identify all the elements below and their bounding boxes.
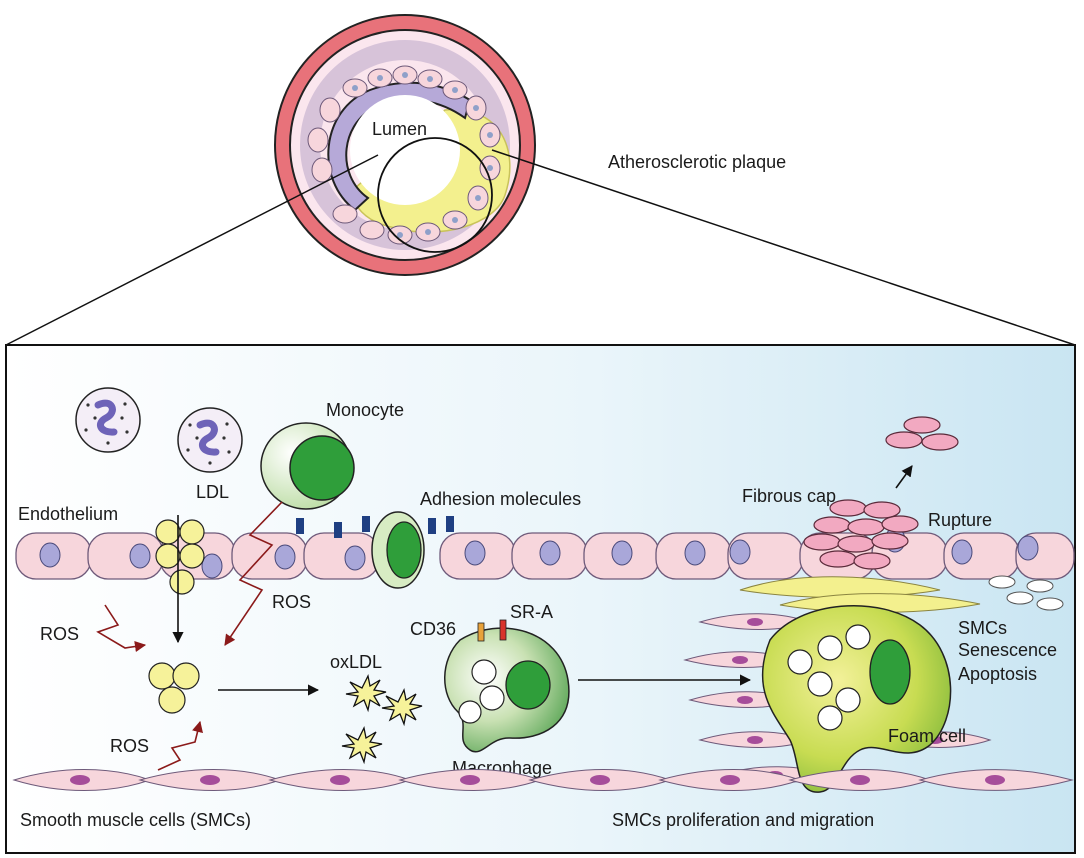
- smooth-muscle-cells-label: Smooth muscle cells (SMCs): [20, 810, 251, 830]
- rupture-label: Rupture: [928, 510, 992, 530]
- monocyte: [260, 422, 355, 510]
- ros-arrow-bottom: [157, 720, 203, 771]
- ldl-particle-1: [75, 387, 141, 453]
- ldl-particle-2: [177, 407, 243, 473]
- sr-a-label: SR-A: [510, 602, 553, 622]
- fibrous-cap: [803, 499, 919, 570]
- ros-arrow-left: [96, 604, 147, 653]
- ruptured-cells: [885, 416, 959, 451]
- apoptotic-bodies: [988, 575, 1064, 611]
- ldl-particles-intima: [148, 662, 200, 714]
- ros-label-1: ROS: [272, 592, 311, 612]
- foam-cell-label: Foam cell: [888, 726, 966, 746]
- lumen-label: Lumen: [372, 119, 427, 139]
- apoptosis-label: Apoptosis: [958, 664, 1037, 684]
- ldl-particles-crossing: [155, 519, 205, 595]
- rupture-arrow: [895, 465, 913, 489]
- endothelium-nuclei: [39, 527, 1039, 579]
- endothelium-label: Endothelium: [18, 504, 118, 524]
- oxldl-label: oxLDL: [330, 652, 382, 672]
- ldl-label: LDL: [196, 482, 229, 502]
- ros-label-3: ROS: [110, 736, 149, 756]
- senescence-label: Senescence: [958, 640, 1057, 660]
- monocyte-label: Monocyte: [326, 400, 404, 420]
- ros-arrow-monocyte: [224, 501, 283, 646]
- adhesion-molecules: [296, 516, 454, 538]
- macrophage: [444, 619, 570, 753]
- atherosclerotic-plaque-label: Atherosclerotic plaque: [608, 152, 786, 172]
- transmigrating-monocyte: [371, 511, 425, 589]
- oxldl-particles: [341, 674, 423, 765]
- smooth-muscle-nuclei: [70, 775, 1005, 785]
- cd36-label: CD36: [410, 619, 456, 639]
- fibrous-cap-label: Fibrous cap: [742, 486, 836, 506]
- vessel-cross-section: [5, 14, 1076, 346]
- foam-cell: [761, 604, 952, 793]
- adhesion-molecules-label: Adhesion molecules: [420, 489, 581, 509]
- ros-label-2: ROS: [40, 624, 79, 644]
- smcs-label: SMCs: [958, 618, 1007, 638]
- smcs-proliferation-label: SMCs proliferation and migration: [612, 810, 874, 830]
